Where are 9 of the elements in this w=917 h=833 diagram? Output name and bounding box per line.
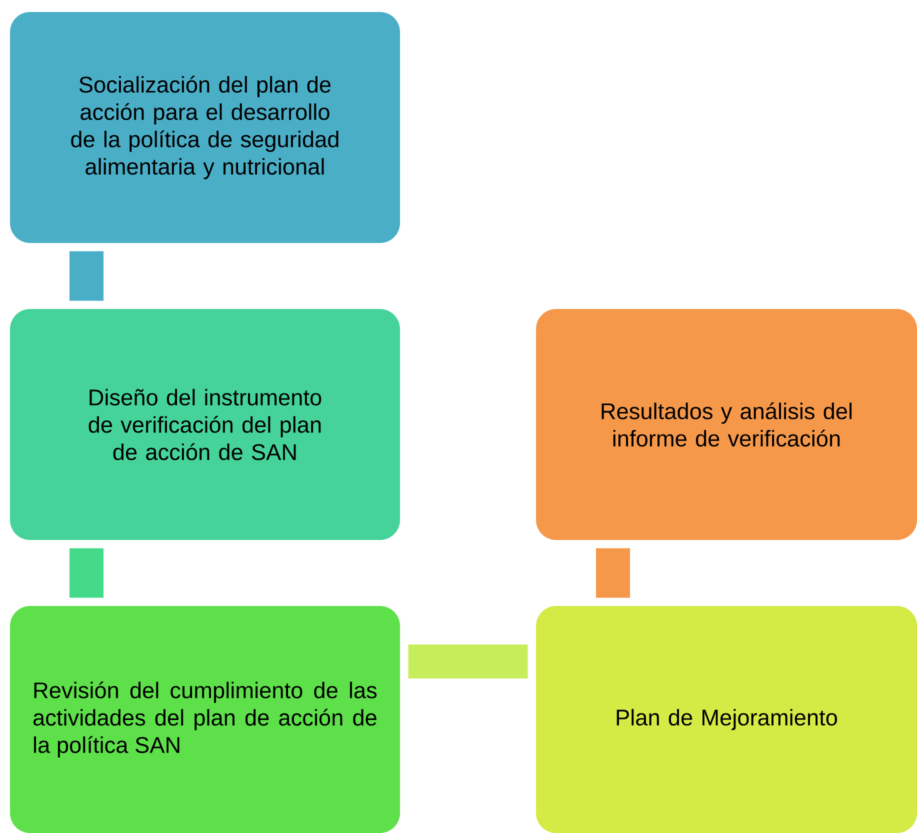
connector-bar	[596, 548, 630, 598]
connector-bar	[70, 548, 104, 598]
process-box: Plan de Mejoramiento	[536, 606, 917, 833]
process-box: Revisión del cumplimiento de las actividades del plan de acción de la política SAN	[10, 606, 400, 833]
process-box: Diseño del instrumento de verificación del plan de acción de SAN	[10, 309, 400, 540]
process-box: Socialización del plan de acción para el desarrollo de la política de seguridad alimentaria y nutricional	[10, 12, 400, 243]
connector-bar	[70, 251, 104, 301]
process-box: Resultados y análisis del informe de verificación	[536, 309, 917, 540]
connector-bar	[408, 644, 528, 678]
